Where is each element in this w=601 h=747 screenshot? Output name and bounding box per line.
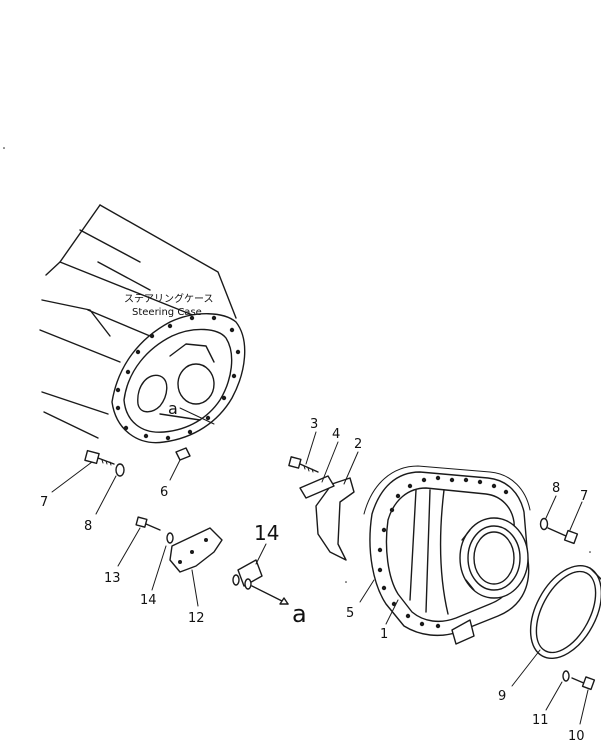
callout-7-right: 7	[580, 489, 588, 504]
callout-8-left: 8	[84, 519, 92, 534]
callout-6: 6	[160, 485, 168, 500]
callout-2: 2	[354, 437, 362, 452]
callout-10: 10	[568, 729, 585, 744]
reference-mark-a-inner: a	[168, 399, 178, 418]
reference-mark-a-outer: a	[292, 600, 307, 628]
callout-7-left: 7	[40, 495, 48, 510]
bolt-7-right	[547, 527, 579, 545]
callout-8-right: 8	[552, 481, 560, 496]
callout-4: 4	[332, 427, 340, 442]
plate-4	[299, 475, 335, 499]
bolt-7-left	[84, 449, 115, 466]
steering-case-label-jp: ステアリングケース	[124, 292, 214, 305]
washer-11	[562, 670, 570, 682]
callout-11: 11	[532, 713, 549, 728]
bolt-3	[288, 456, 319, 473]
bolt-10	[571, 676, 596, 691]
callout-9: 9	[498, 689, 506, 704]
steering-case-label: ステアリングケース Steering Case	[124, 292, 214, 318]
callout-13: 13	[104, 571, 121, 586]
callout-5: 5	[346, 606, 354, 621]
callout-1: 1	[380, 627, 388, 642]
callout-14-small: 14	[140, 593, 157, 608]
callout-12: 12	[188, 611, 205, 626]
gasket-5	[363, 465, 531, 515]
washer-8-left	[115, 463, 125, 477]
housing-cover	[369, 471, 530, 645]
leader-lines	[51, 431, 589, 725]
steering-case-label-en: Steering Case	[132, 307, 202, 318]
bracket-12	[169, 527, 223, 573]
steering-case	[39, 204, 246, 461]
callout-numbers: 1 2 3 4 5 6 7 7 8 8 9 10 11 12 13 14 14	[40, 417, 588, 744]
bracket-2	[315, 477, 355, 561]
washer-8-right	[539, 517, 549, 531]
seal-ring-9	[529, 564, 601, 660]
spacer-14	[232, 559, 263, 590]
callout-14-large: 14	[254, 521, 279, 545]
bolt-13	[135, 516, 161, 531]
washer-14-left	[166, 532, 174, 544]
callout-3: 3	[310, 417, 318, 432]
